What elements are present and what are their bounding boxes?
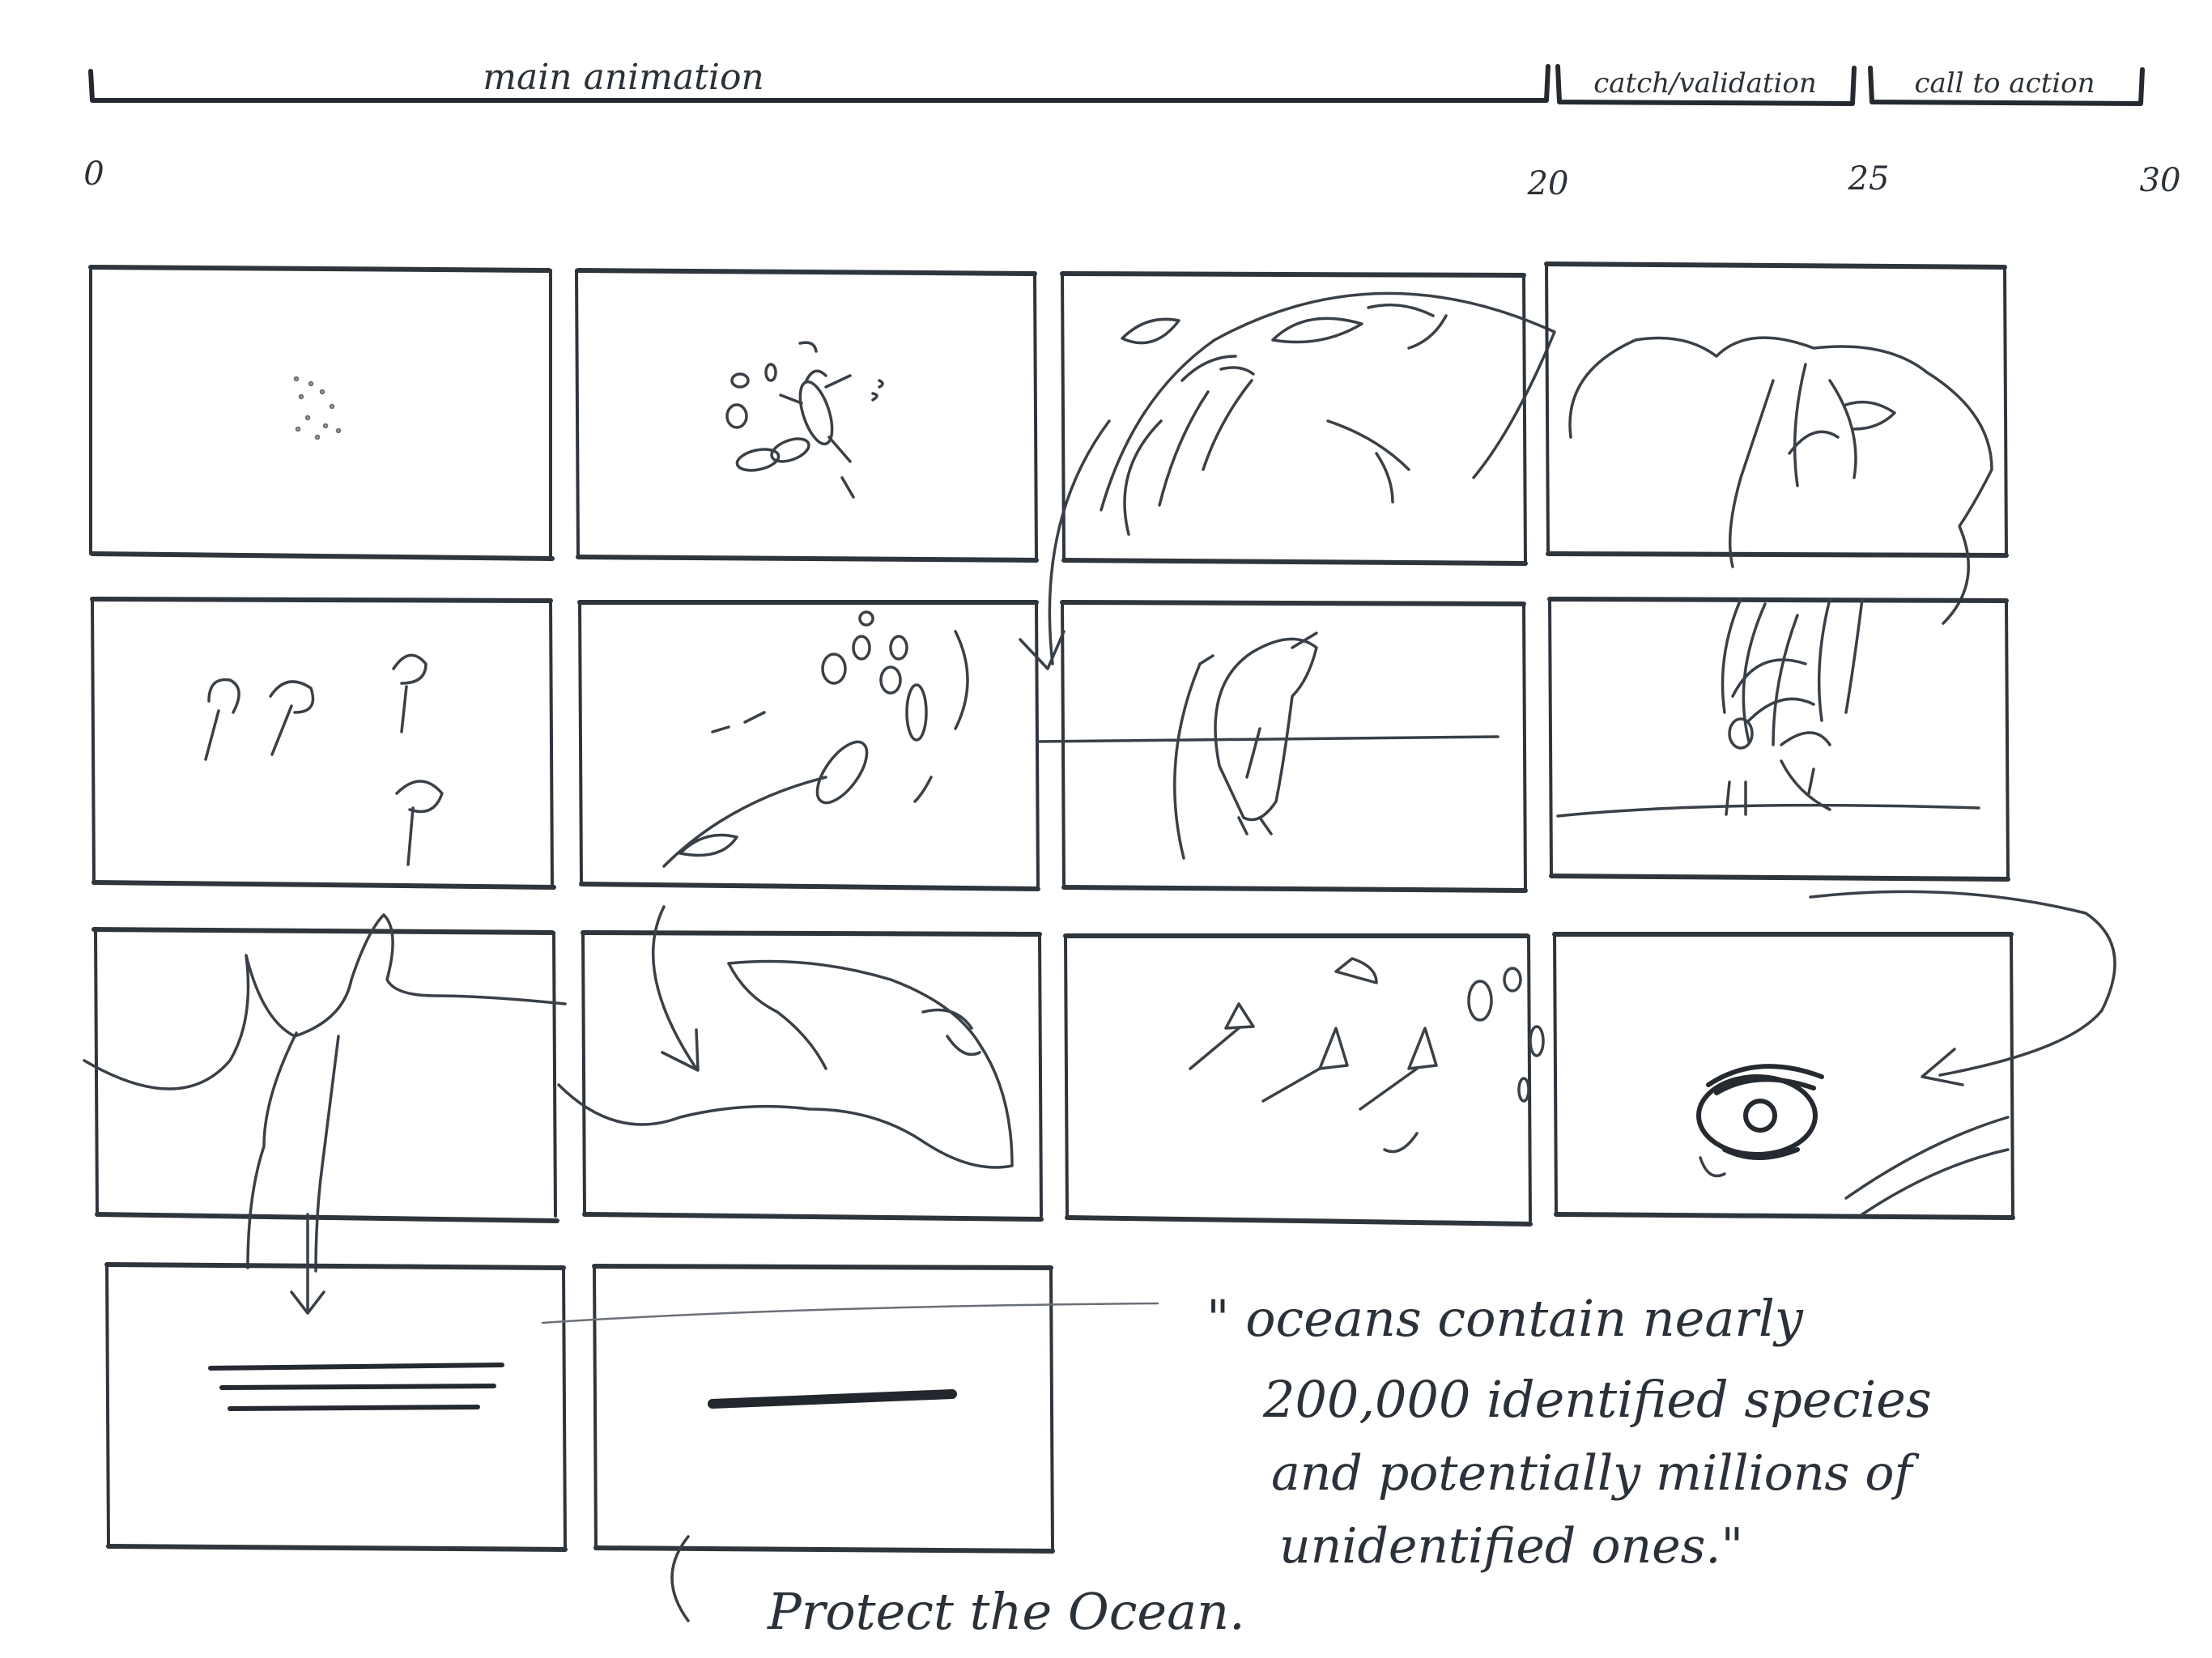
call-to-action: Protect the Ocean. [670,1535,1245,1641]
storyboard-panel [557,930,1044,1222]
timeline-segment-label: call to action [1914,67,2095,100]
call-to-action-text: Protect the Ocean. [767,1582,1245,1641]
eye-closeup-sketch [1696,1064,2010,1216]
timeline-segment-catch-validation: catch/validation [1555,64,1857,106]
jellyfish-closeup-sketch [1568,336,1993,625]
small-fish-sketch [1189,957,1545,1154]
timeline-segment-main-animation: main animation [88,57,1551,103]
storyboard-panel [1036,600,1528,893]
storyboard-panel [90,597,556,890]
quote-line: 200,000 identified species [1262,1370,1932,1429]
storyboard-panel [575,268,1039,563]
particles-sketch [293,376,342,440]
quote-line: and potentially millions of [1271,1445,1921,1502]
manta-ray-sketch [557,959,1014,1169]
arrow-icon [290,1213,325,1315]
timeline-tick: 25 [1848,160,1890,198]
timeline-tick: 20 [1527,165,1569,202]
quote-line: " oceans contain nearly [1206,1289,1804,1348]
timeline-segment-label: catch/validation [1593,67,1817,100]
timeline-segment-label: main animation [483,57,764,98]
arrow-icon [1809,890,2116,1086]
jellyfish-group-sketch [204,653,444,866]
timeline: main animation catch/validation call to … [83,57,2180,202]
storyboard-panel [104,1262,568,1552]
quote-annotation: " oceans contain nearly 200,000 identifi… [541,1289,1932,1575]
storyboard-panel [1060,271,1556,566]
timeline-tick: 0 [83,155,104,193]
storyboard-panel [1063,933,1545,1226]
storyboard-panel [1544,261,2009,625]
transition-arrows [290,419,2116,1315]
storyboard-grid [83,261,2015,1554]
octopus-tentacles-sketch [1556,597,1980,818]
quote-line: unidentified ones." [1279,1518,1743,1575]
single-line-sketch [708,1389,957,1409]
text-lines-sketch [208,1363,504,1411]
turtle-sketch [725,341,884,499]
storyboard-panel [1552,932,2015,1220]
arrow-icon [1019,419,1111,670]
fish-school-sketch [1100,291,1556,536]
penguin-sketch [1036,631,1499,860]
timeline-segment-call-to-action: call to action [1868,66,2145,106]
coral-silhouette-sketch [83,913,567,1273]
arrow-icon [651,905,700,1072]
storyboard-panel [83,913,567,1273]
storyboard-panel [592,1264,1055,1554]
bubbles-fish-sketch [662,610,969,868]
timeline-tick: 30 [2140,162,2181,199]
storyboard-panel [1547,597,2010,882]
storyboard-panel [577,600,1040,891]
storyboard-panel [88,265,555,561]
